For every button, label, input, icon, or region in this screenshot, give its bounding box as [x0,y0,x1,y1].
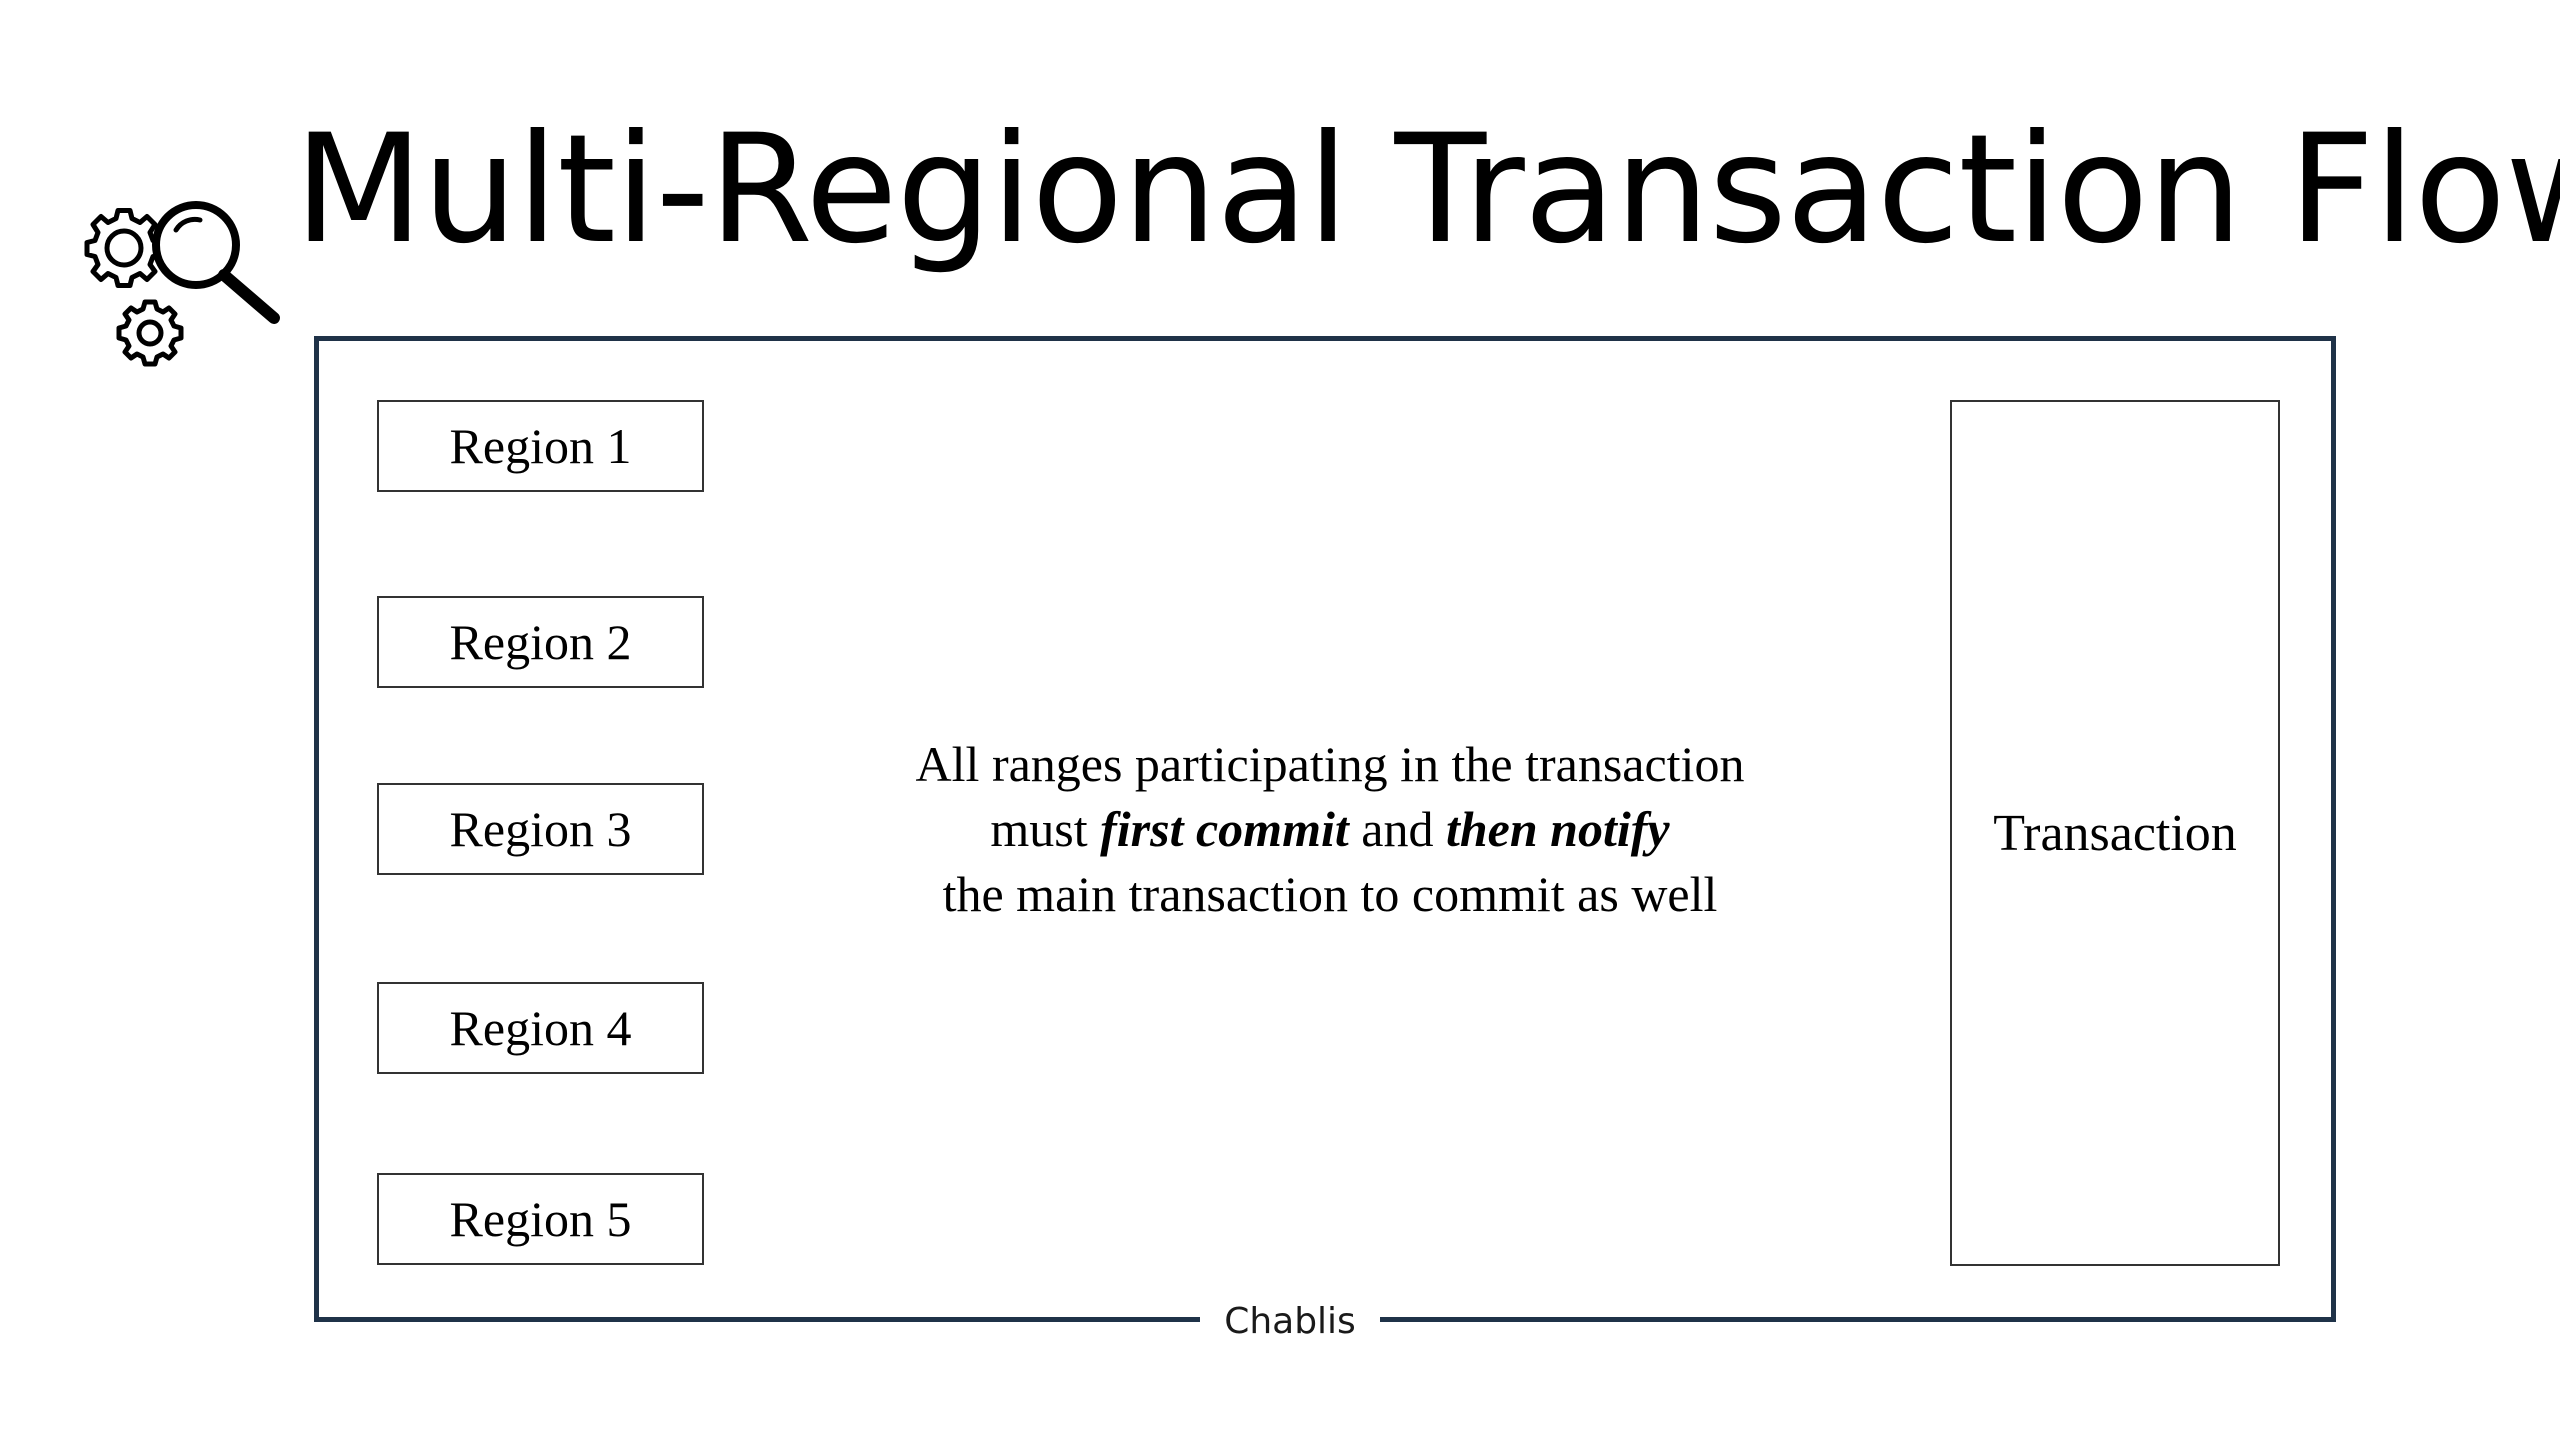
gears-magnifier-icon [68,190,288,380]
frame-label: Chablis [1200,1302,1380,1342]
description-line-2: must first commit and then notify [820,797,1840,862]
region-box-2: Region 2 [377,596,704,688]
region-box-4: Region 4 [377,982,704,1074]
description-line-3: the main transaction to commit as well [942,866,1718,922]
description-text: All ranges participating in the transact… [820,732,1840,927]
region-box-3: Region 3 [377,783,704,875]
emphasis-first-commit: first commit [1100,801,1349,857]
region-box-5: Region 5 [377,1173,704,1265]
slide-title: Multi-Regional Transaction Flow [294,103,2560,277]
description-line-2-pre: must [990,801,1101,857]
description-line-2-mid: and [1348,801,1446,857]
transaction-box: Transaction [1950,400,2280,1266]
emphasis-then-notify: then notify [1445,801,1670,857]
description-line-1: All ranges participating in the transact… [915,736,1745,792]
region-box-1: Region 1 [377,400,704,492]
